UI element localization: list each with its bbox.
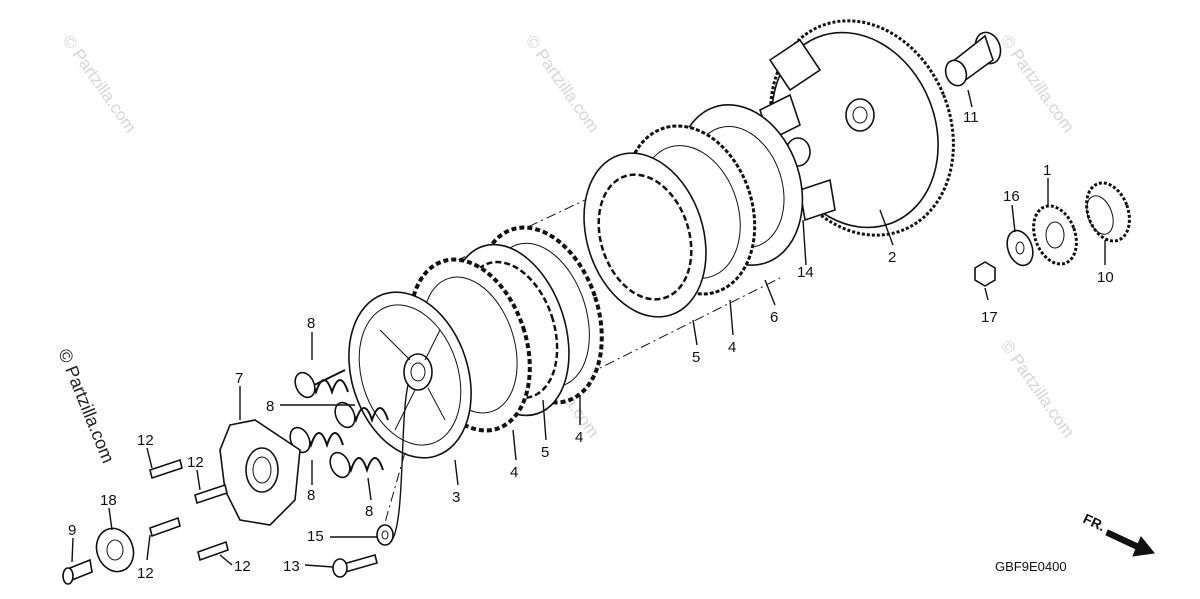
callout-14: 14 xyxy=(797,264,814,281)
callout-8-right: 8 xyxy=(365,503,373,520)
callout-11: 11 xyxy=(963,109,979,126)
front-direction-indicator: FR. xyxy=(1081,510,1155,557)
clutch-outer-housing xyxy=(759,19,955,237)
bearing xyxy=(95,527,135,573)
washer-15 xyxy=(376,524,394,546)
collar xyxy=(944,31,1002,87)
callout-3: 3 xyxy=(452,489,460,506)
callout-4-mid: 4 xyxy=(575,429,583,446)
callout-15: 15 xyxy=(307,528,324,545)
callout-2: 2 xyxy=(888,249,896,266)
lifter-rod xyxy=(62,558,93,585)
spring-2 xyxy=(334,401,389,429)
callout-12-mid: 12 xyxy=(187,454,204,471)
callout-7: 7 xyxy=(235,370,243,387)
callout-9: 9 xyxy=(68,522,76,539)
bolt-13 xyxy=(332,554,378,578)
watermark-2: © Partzilla.com xyxy=(522,31,603,136)
callout-4-left: 4 xyxy=(510,464,518,481)
callout-12-top: 12 xyxy=(137,432,154,449)
front-arrow-icon xyxy=(1105,529,1155,557)
gear-10 xyxy=(1085,181,1131,243)
callout-16: 16 xyxy=(1003,188,1020,205)
bolts-12 xyxy=(149,458,229,562)
callout-10: 10 xyxy=(1097,269,1114,286)
callout-8-top: 8 xyxy=(307,315,315,332)
direction-label: FR. xyxy=(1081,510,1108,534)
watermark-1: © Partzilla.com xyxy=(59,31,140,136)
diagram-code: GBF9E0400 xyxy=(995,559,1067,574)
watermark-strong: © Partzilla.com xyxy=(54,346,118,466)
callout-13: 13 xyxy=(283,558,300,575)
callout-17: 17 xyxy=(981,309,998,326)
nut-17 xyxy=(974,261,996,287)
watermark-3: © Partzilla.com xyxy=(997,31,1078,136)
callout-5-left: 5 xyxy=(541,444,549,461)
callout-5-right: 5 xyxy=(692,349,700,366)
callout-12-bottom-right: 12 xyxy=(234,558,251,575)
washer-16 xyxy=(1006,229,1034,267)
callout-8-bottom: 8 xyxy=(307,487,315,504)
callout-labels: 1 2 3 4 4 4 5 5 6 7 8 8 8 8 9 10 11 12 1… xyxy=(68,109,1114,582)
callout-4-right: 4 xyxy=(728,339,736,356)
callout-1: 1 xyxy=(1043,162,1051,179)
gear-1 xyxy=(1032,204,1078,266)
spring-1 xyxy=(294,369,349,399)
clutch-plate-5-rear xyxy=(583,152,707,318)
spring-4 xyxy=(329,451,384,479)
callout-8-side: 8 xyxy=(266,398,274,415)
clutch-center xyxy=(348,291,472,459)
callout-12-bottom-left: 12 xyxy=(137,565,154,582)
callout-6: 6 xyxy=(770,309,778,326)
watermark-5: © Partzilla.com xyxy=(997,336,1078,441)
leader-lines xyxy=(71,89,1106,568)
lifter-plate xyxy=(219,419,301,526)
callout-18: 18 xyxy=(100,492,117,509)
